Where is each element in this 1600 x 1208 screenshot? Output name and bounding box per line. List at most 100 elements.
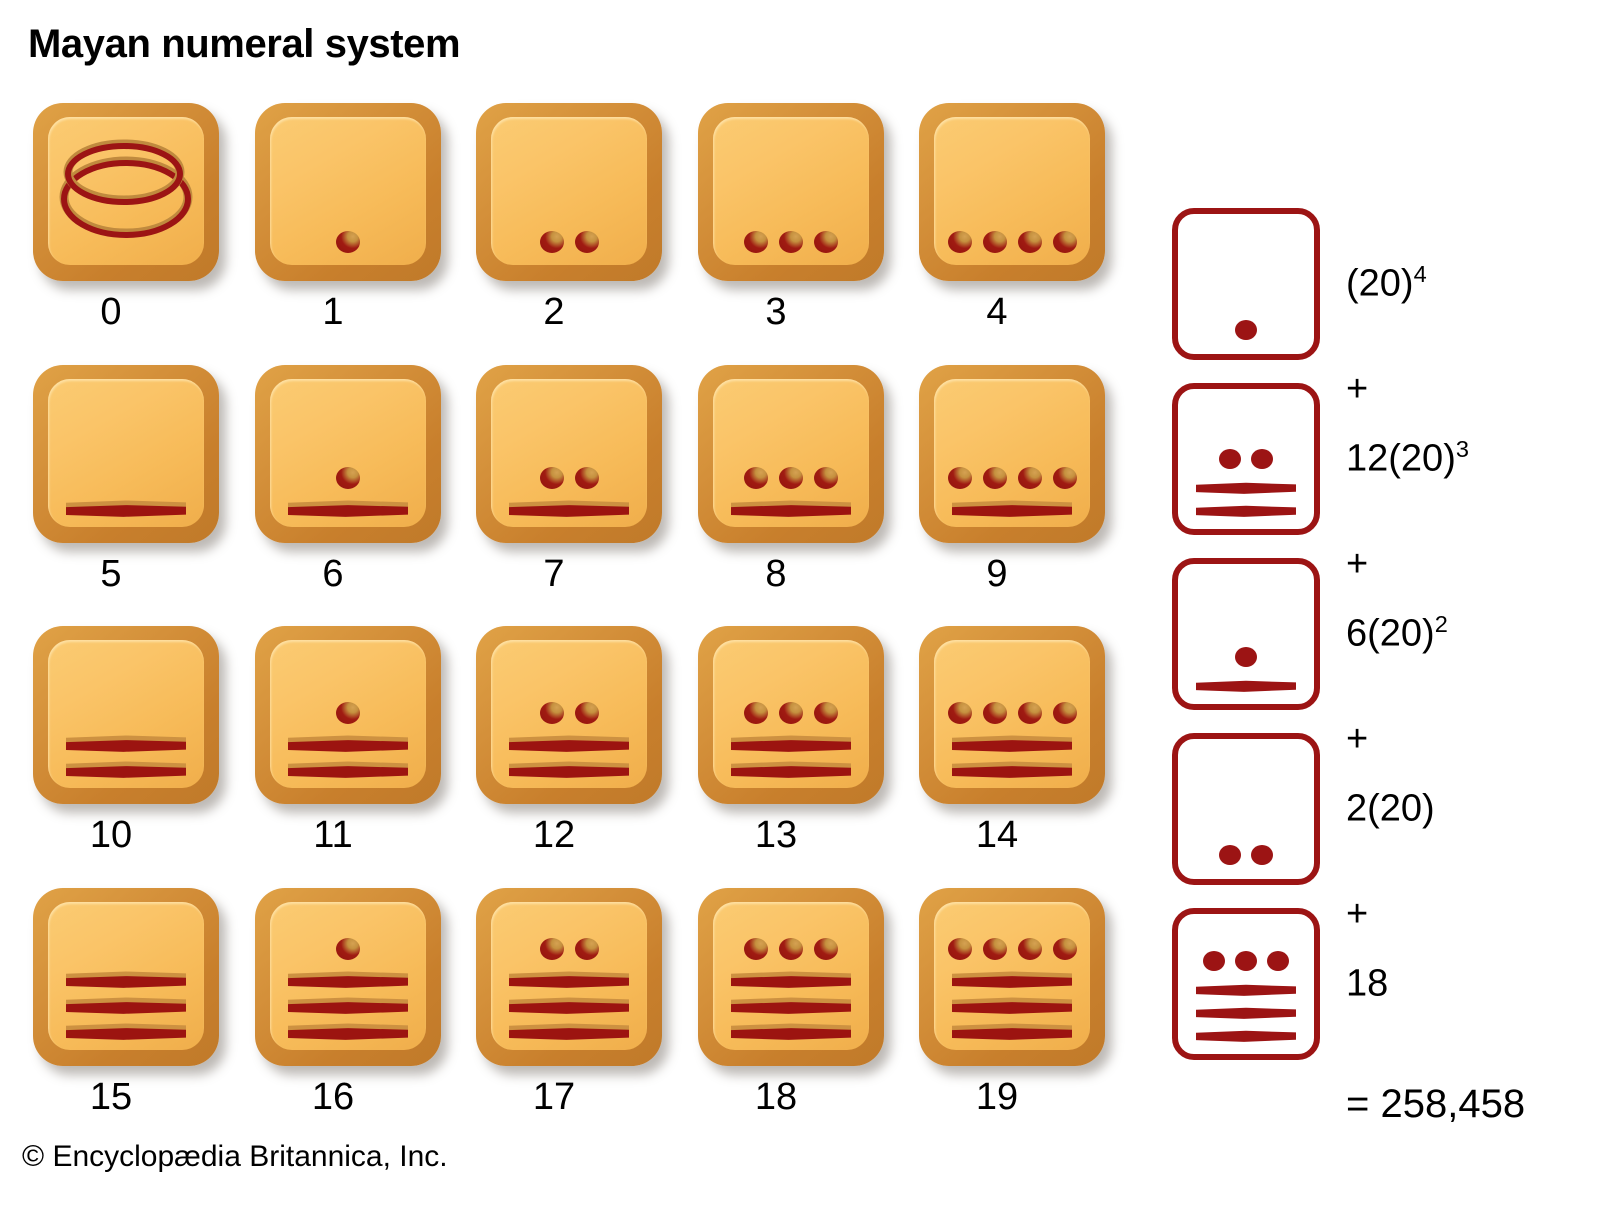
- numeral-cell: 15: [0, 880, 222, 1142]
- mayan-glyph: [934, 702, 1090, 778]
- bar-icon: [731, 500, 851, 517]
- bar-icon: [952, 997, 1072, 1014]
- tile-face: [270, 379, 426, 527]
- tile-face: [48, 117, 204, 265]
- mayan-glyph: [713, 938, 869, 1040]
- tile-face: [270, 117, 426, 265]
- dot-row: [744, 702, 838, 724]
- bar-icon: [509, 500, 629, 517]
- numeral-tile: [255, 103, 441, 281]
- numeral-label: 4: [986, 291, 1008, 333]
- numeral-tile: [698, 888, 884, 1066]
- dot-row: [947, 231, 1077, 253]
- tile-face: [48, 640, 204, 788]
- dot-icon: [1235, 647, 1257, 667]
- bar-icon: [731, 997, 851, 1014]
- dot-icon: [574, 231, 599, 253]
- place-value-label: 2(20): [1346, 787, 1435, 830]
- dot-row: [744, 231, 838, 253]
- mayan-glyph: [270, 702, 426, 778]
- numeral-tile: [33, 103, 219, 281]
- bar-icon: [66, 761, 186, 778]
- numeral-label: 13: [754, 814, 798, 856]
- dot-row: [539, 938, 599, 960]
- dot-icon: [982, 938, 1007, 960]
- tile-face: [48, 902, 204, 1050]
- dot-row: [336, 702, 360, 724]
- numeral-cell: 1: [222, 95, 444, 357]
- tile-face: [713, 117, 869, 265]
- bar-icon: [509, 1023, 629, 1040]
- dot-row: [1235, 647, 1257, 667]
- bar-icon: [731, 1023, 851, 1040]
- place-value-box: [1172, 908, 1320, 1060]
- numeral-cell: 5: [0, 357, 222, 619]
- mayan-glyph: [713, 231, 869, 255]
- tile-face: [934, 640, 1090, 788]
- bar-icon: [1196, 1026, 1296, 1042]
- place-value-expansion: = 258,458 (20)4+12(20)3+6(20)2+2(20)+18: [1160, 0, 1600, 1208]
- dot-row: [336, 231, 360, 253]
- tile-face: [491, 902, 647, 1050]
- mayan-glyph: [1178, 320, 1314, 342]
- numeral-tile: [698, 103, 884, 281]
- dot-icon: [1017, 467, 1042, 489]
- dot-icon: [814, 702, 838, 724]
- dot-icon: [947, 467, 972, 489]
- numeral-label: 5: [100, 553, 122, 595]
- mayan-glyph: [491, 702, 647, 778]
- numeral-label: 15: [89, 1076, 133, 1118]
- numeral-cell: 6: [222, 357, 444, 619]
- dot-icon: [539, 702, 564, 724]
- mayan-glyph: [491, 467, 647, 517]
- dot-icon: [574, 938, 599, 960]
- bar-icon: [288, 1023, 408, 1040]
- dot-icon: [947, 938, 972, 960]
- plus-operator: +: [1346, 893, 1369, 935]
- dot-icon: [336, 938, 360, 960]
- mayan-glyph: [713, 702, 869, 778]
- numeral-tile: [255, 626, 441, 804]
- bar-icon: [66, 500, 186, 517]
- dot-row: [1235, 320, 1257, 340]
- numeral-tile: [33, 626, 219, 804]
- plus-operator: +: [1346, 718, 1369, 760]
- numeral-tile: [33, 888, 219, 1066]
- bar-icon: [1196, 980, 1296, 996]
- bar-icon: [66, 735, 186, 752]
- dot-row: [539, 702, 599, 724]
- shell-zero-icon: [56, 139, 196, 243]
- dot-icon: [1251, 845, 1273, 865]
- dot-icon: [1052, 467, 1077, 489]
- mayan-glyph: [1178, 845, 1314, 867]
- bar-icon: [1196, 1003, 1296, 1019]
- tile-face: [270, 902, 426, 1050]
- tile-face: [934, 117, 1090, 265]
- dot-row: [1219, 845, 1273, 865]
- bar-icon: [952, 1023, 1072, 1040]
- numeral-cell: 0: [0, 95, 222, 357]
- dot-icon: [1017, 702, 1042, 724]
- numeral-label: 8: [765, 553, 787, 595]
- numeral-label: 2: [543, 291, 565, 333]
- dot-icon: [982, 702, 1007, 724]
- plus-operator: +: [1346, 543, 1369, 585]
- numeral-label: 0: [100, 291, 122, 333]
- dot-icon: [982, 231, 1007, 253]
- exponent: 4: [1413, 260, 1427, 287]
- tile-face: [713, 640, 869, 788]
- bar-icon: [288, 735, 408, 752]
- numeral-tile: [255, 888, 441, 1066]
- numeral-cell: 2: [443, 95, 665, 357]
- dot-row: [336, 938, 360, 960]
- numeral-tile: [698, 365, 884, 543]
- bar-icon: [66, 997, 186, 1014]
- numeral-cell: 11: [222, 618, 444, 880]
- dot-icon: [1052, 702, 1077, 724]
- mayan-glyph: [934, 938, 1090, 1040]
- bar-icon: [1196, 478, 1296, 494]
- bar-icon: [731, 735, 851, 752]
- dot-icon: [539, 231, 564, 253]
- dot-row: [1219, 449, 1273, 469]
